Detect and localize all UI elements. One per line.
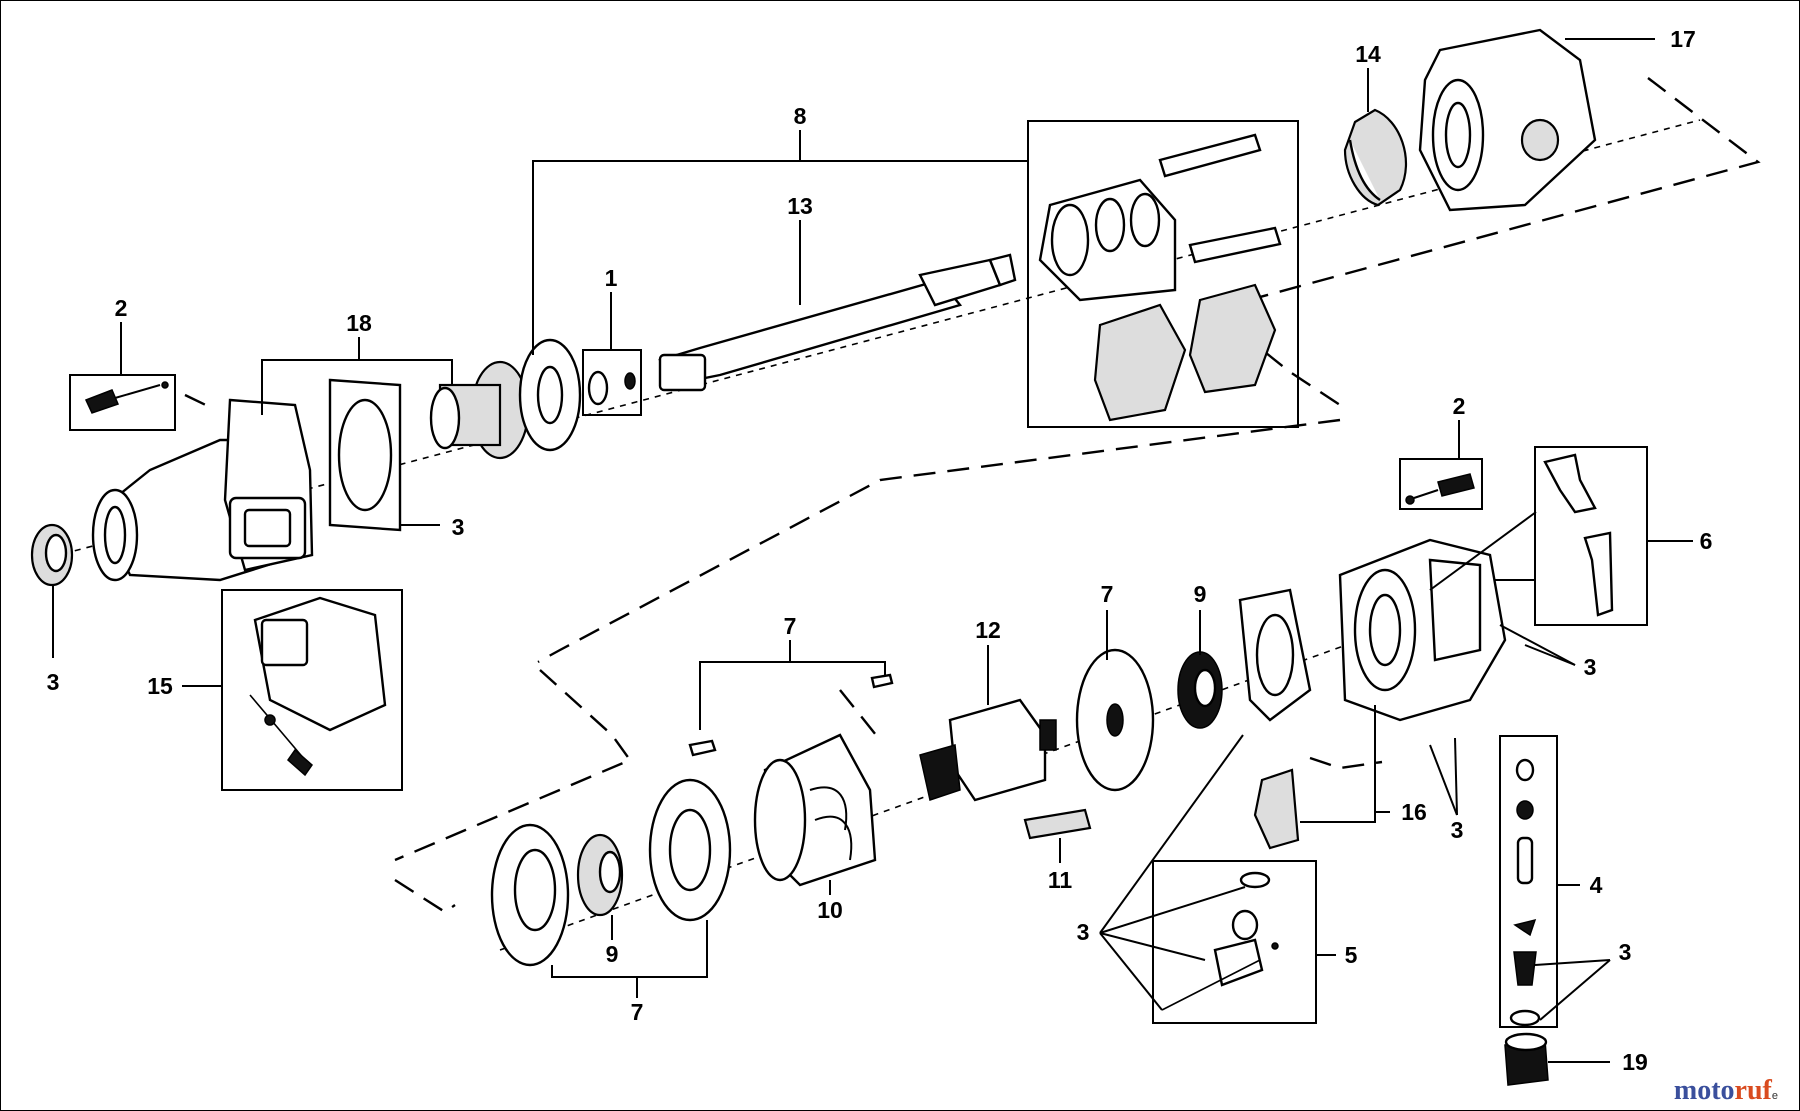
callout-19: 19 <box>1622 1049 1648 1075</box>
anvil-shaft <box>658 253 1017 392</box>
callout-3-valve: 3 <box>1077 919 1090 945</box>
watermark-logo: motorufe <box>1674 1075 1778 1107</box>
callout-17: 17 <box>1670 26 1696 52</box>
seal-ring-left <box>30 523 74 587</box>
rotor <box>919 698 1057 802</box>
leader-lines <box>52 38 1693 1063</box>
motor-clamp-ring <box>1343 108 1408 207</box>
thrust-washer <box>518 338 582 452</box>
bearing-housing <box>429 360 530 460</box>
callout-14: 14 <box>1355 41 1381 67</box>
throttle-valve-stack <box>1509 758 1541 1027</box>
callout-3-stack: 3 <box>1619 939 1632 965</box>
callout-11: 11 <box>1048 867 1073 893</box>
callout-labels: 1 2 2 3 3 3 3 3 3 4 5 6 7 7 7 8 9 9 10 1… <box>47 26 1713 1075</box>
rear-end-plate <box>490 823 570 967</box>
rear-bearing <box>576 833 624 917</box>
callout-3-bushing: 3 <box>1451 817 1464 843</box>
dowel-pins <box>688 673 894 757</box>
callout-8: 8 <box>794 103 807 129</box>
callout-4: 4 <box>1590 872 1603 898</box>
callout-1: 1 <box>605 265 618 291</box>
hammer-cage <box>1038 133 1282 422</box>
o-ring-and-pin <box>587 370 636 406</box>
callout-15: 15 <box>147 673 173 699</box>
callout-10: 10 <box>817 897 843 923</box>
rotor-blade <box>1023 808 1092 840</box>
callout-9-right: 9 <box>1194 581 1207 607</box>
callout-7-middle: 7 <box>784 613 797 639</box>
front-housing <box>91 398 314 582</box>
callout-12: 12 <box>975 617 1001 643</box>
callout-3-seal: 3 <box>47 669 60 695</box>
end-plate <box>648 778 732 922</box>
callout-3-gasket: 3 <box>452 514 465 540</box>
handle-housing <box>1338 538 1507 722</box>
rear-gasket <box>1238 588 1312 722</box>
callout-18: 18 <box>346 310 372 336</box>
callout-5: 5 <box>1345 942 1358 968</box>
inset-boxes <box>69 120 1648 1028</box>
trigger-parts <box>1543 453 1614 617</box>
callout-6: 6 <box>1700 528 1713 554</box>
front-end-plate <box>1075 648 1155 792</box>
handle-inset-part <box>249 596 387 777</box>
gasket-plate <box>328 378 402 532</box>
reverse-valve <box>1161 871 1279 1011</box>
watermark-part2: ruf <box>1734 1075 1772 1106</box>
callout-16: 16 <box>1401 799 1427 825</box>
callout-13: 13 <box>787 193 813 219</box>
screw-right <box>1405 473 1475 505</box>
screw-upper-left <box>84 381 169 414</box>
callout-7-bottom: 7 <box>631 999 644 1025</box>
assembly-paths <box>184 77 1761 914</box>
callout-2-upper: 2 <box>115 295 128 321</box>
air-inlet-bushing <box>1504 1032 1549 1086</box>
front-bearing <box>1177 651 1223 729</box>
callout-9-bottom: 9 <box>606 941 619 967</box>
motor-housing <box>1418 28 1597 212</box>
cylinder <box>753 733 877 887</box>
watermark-part1: moto <box>1673 1075 1735 1106</box>
watermark-suffix: e <box>1771 1090 1778 1102</box>
callout-2-right: 2 <box>1453 393 1466 419</box>
callout-7-right: 7 <box>1101 581 1114 607</box>
callout-3-housing: 3 <box>1584 654 1597 680</box>
throttle-bushing <box>1253 768 1300 850</box>
